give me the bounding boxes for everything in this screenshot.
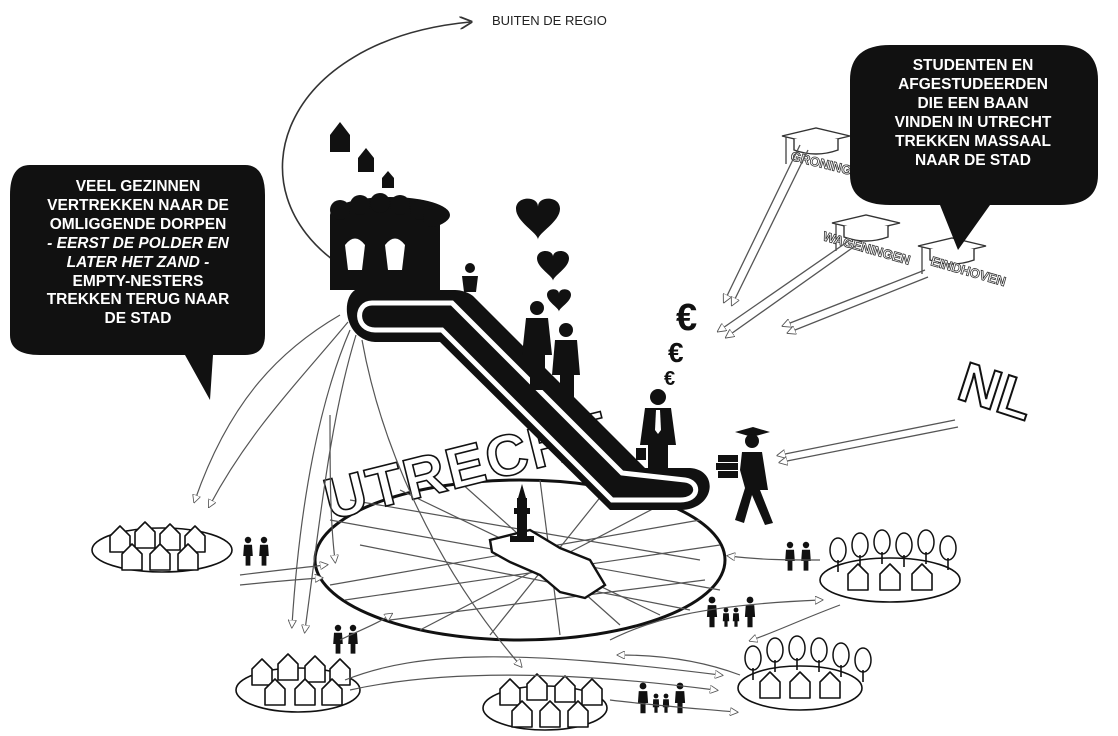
bubble-line: OMLIGGENDE DORPEN bbox=[22, 216, 254, 235]
businessman-icon bbox=[636, 389, 676, 470]
bubble-line: DIE EEN BAAN bbox=[868, 95, 1078, 114]
eindhoven-cap: EINDHOVEN bbox=[918, 238, 1008, 289]
heart-icon bbox=[516, 199, 560, 240]
village-bottom-left bbox=[236, 654, 360, 712]
bubble-line: VERTREKKEN NAAR DE bbox=[22, 197, 254, 216]
country-label: NL bbox=[951, 349, 1041, 432]
family-crowd-icon bbox=[330, 193, 478, 292]
outside-region-label: BUITEN DE REGIO bbox=[492, 13, 607, 28]
bubble-line: STUDENTEN EN bbox=[868, 57, 1078, 76]
village-left bbox=[92, 522, 232, 572]
bubble-line: NAAR DE STAD bbox=[868, 152, 1078, 171]
village-right-trees bbox=[820, 530, 960, 602]
student-icon bbox=[716, 427, 773, 525]
heart-icon bbox=[547, 289, 571, 311]
euro-icon: € bbox=[668, 337, 684, 368]
euro-icon: € bbox=[676, 297, 697, 339]
bubble-line: AFGESTUDEERDEN bbox=[868, 76, 1078, 95]
couple-icon-right bbox=[785, 542, 811, 571]
euro-icon: € bbox=[664, 368, 675, 390]
bubble-line: VEEL GEZINNEN bbox=[22, 178, 254, 197]
bubble-line: VINDEN IN UTRECHT bbox=[868, 114, 1078, 133]
bubble-line: EMPTY-NESTERS bbox=[22, 273, 254, 292]
heart-icon bbox=[537, 251, 569, 281]
bubble-line: TREKKEN MASSAAL bbox=[868, 133, 1078, 152]
village-bottom-center bbox=[483, 674, 607, 730]
left-bubble-text: VEEL GEZINNEN VERTREKKEN NAAR DE OMLIGGE… bbox=[22, 178, 254, 329]
couple-icon-left bbox=[243, 537, 269, 566]
couple-icon-center bbox=[333, 625, 358, 654]
family-icon-middle bbox=[707, 597, 755, 628]
bubble-line: DE STAD bbox=[22, 310, 254, 329]
bubble-line: - EERST DE POLDER EN bbox=[22, 235, 254, 254]
house-icons-small bbox=[330, 122, 394, 188]
right-bubble-text: STUDENTEN EN AFGESTUDEERDEN DIE EEN BAAN… bbox=[868, 57, 1078, 170]
village-bottom-right-trees bbox=[738, 636, 871, 710]
bubble-line: LATER HET ZAND - bbox=[22, 254, 254, 273]
bubble-line: TREKKEN TERUG NAAR bbox=[22, 291, 254, 310]
family-icon-bottom bbox=[638, 683, 685, 714]
